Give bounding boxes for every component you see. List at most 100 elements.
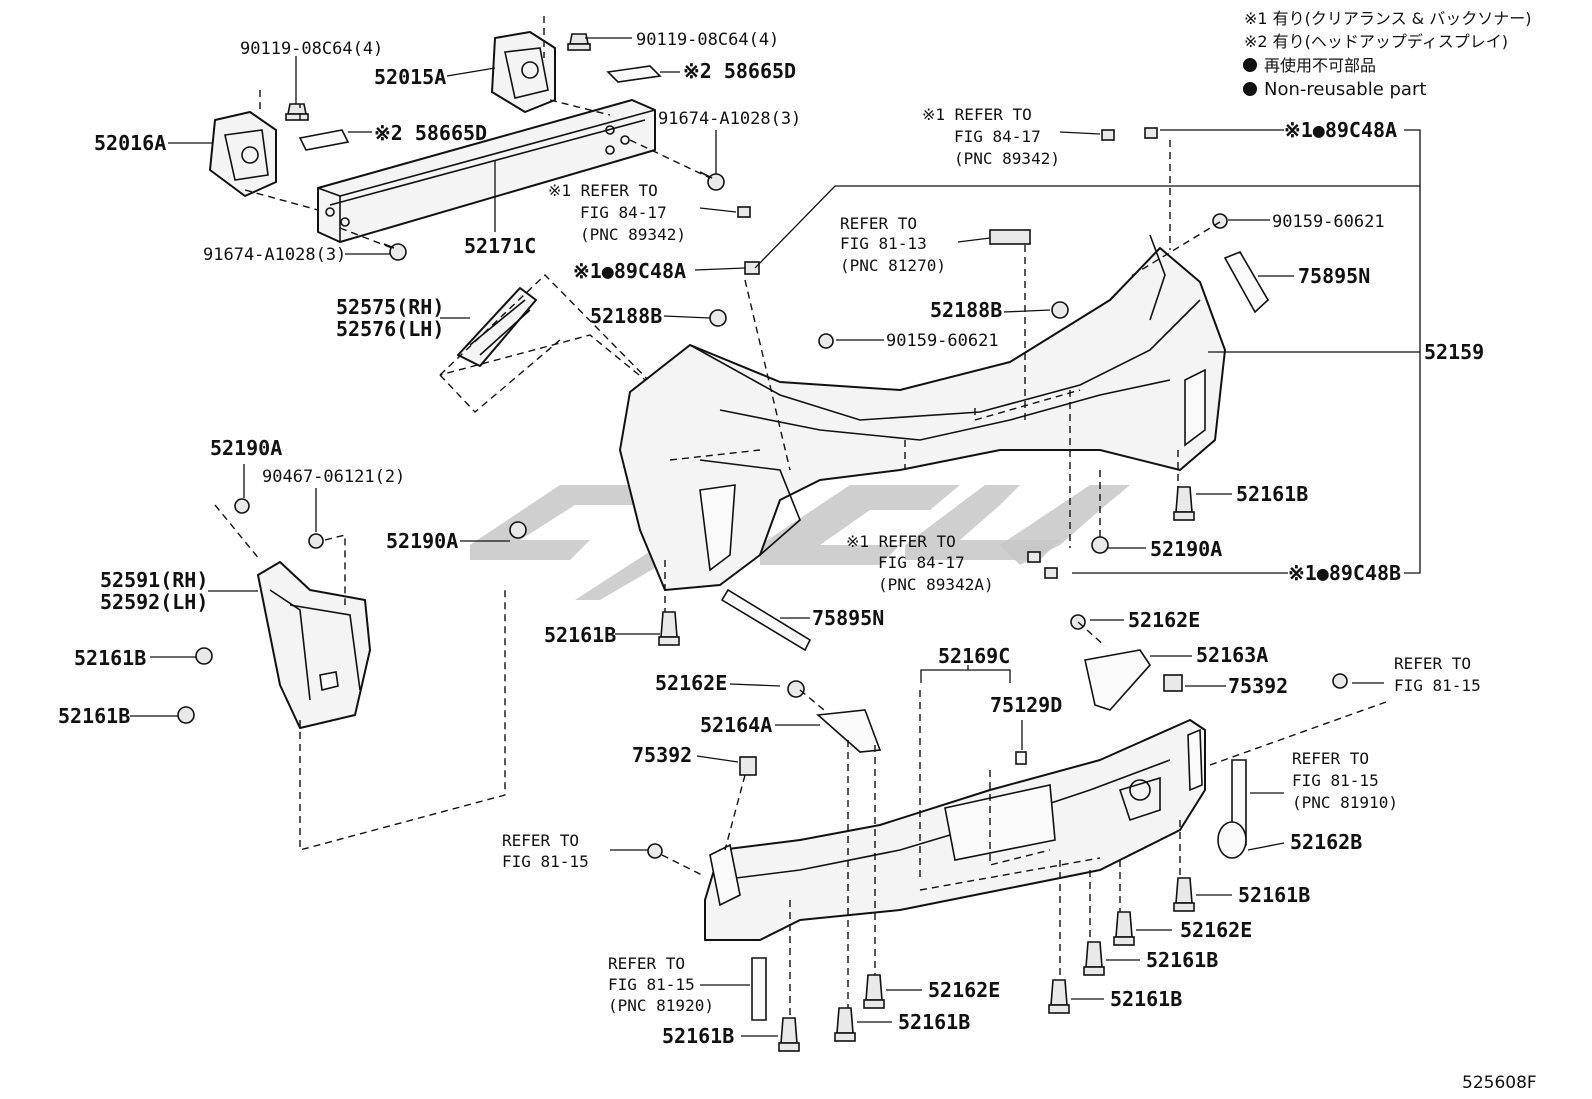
legend-note-1: ※1 有り(クリアランス & バックソナー): [1244, 9, 1532, 28]
ref5-line1: REFER TO: [502, 831, 579, 850]
label-52592: 52592(LH): [100, 590, 208, 614]
label-52162E-d: 52162E: [928, 978, 1000, 1002]
retainer-52575: [439, 274, 661, 413]
label-52169C: 52169C: [938, 644, 1010, 668]
bumper-cover-52159: [619, 234, 1226, 591]
label-52576: 52576(LH): [336, 317, 444, 341]
ref8-line2: FIG 81-15: [608, 975, 695, 994]
strip-75895N-b: [720, 588, 812, 652]
label-89C48A-left: ※1●89C48A: [573, 259, 686, 283]
part-75129D: [1015, 751, 1027, 765]
label-90119-b: 90119-08C64(4): [240, 39, 383, 59]
clip-75392-b: [1163, 674, 1183, 692]
reflector-81920: [751, 957, 767, 1021]
bolt-90119-b: [285, 103, 309, 121]
label-52161B-b: 52161B: [544, 623, 616, 647]
ref7-line1: REFER TO: [1394, 654, 1471, 673]
label-52188B-b: 52188B: [930, 298, 1002, 322]
label-52162E-a: 52162E: [1128, 608, 1200, 632]
legend-nonreusable-en: Non-reusable part: [1264, 79, 1426, 100]
watermark-logo: [470, 485, 1130, 600]
label-52016A: 52016A: [94, 131, 166, 155]
cap-52162B: [1217, 821, 1247, 859]
label-91674-a: 91674-A1028(3): [658, 109, 801, 129]
bumper-reinforcement: [209, 16, 725, 261]
pad-58665D-b: [298, 129, 350, 151]
label-58665D-b: ※2 58665D: [374, 121, 487, 145]
label-52162B: 52162B: [1290, 830, 1362, 854]
label-52161B-d: 52161B: [58, 704, 130, 728]
nonreusable-bullet-icon: [1243, 82, 1257, 96]
bracket-52015A: [491, 31, 556, 113]
label-52161B-e: 52161B: [1238, 883, 1310, 907]
label-52171C: 52171C: [464, 234, 536, 258]
label-75129D: 75129D: [990, 693, 1062, 717]
label-90467: 90467-06121(2): [262, 467, 405, 487]
lower-diffuser-52169C: [704, 690, 1206, 941]
strip-75895N-a: [1223, 251, 1270, 314]
bolt-91674-b: [383, 243, 407, 261]
ref3-line2: FIG 81-13: [840, 234, 927, 253]
label-52162E-b: 52162E: [655, 671, 727, 695]
bracket-52016A: [209, 111, 277, 197]
label-52190A-b: 52190A: [386, 529, 458, 553]
label-52163A: 52163A: [1196, 643, 1268, 667]
label-52575: 52575(RH): [336, 295, 444, 319]
label-52159: 52159: [1424, 340, 1484, 364]
pad-58665D-a: [606, 65, 662, 83]
push-clips: [177, 127, 1348, 1052]
ref1-line1: ※1 REFER TO: [548, 181, 658, 200]
ref2-line1: ※1 REFER TO: [922, 105, 1032, 124]
ref7-line2: FIG 81-15: [1394, 676, 1481, 695]
ref4-line1: ※1 REFER TO: [846, 532, 956, 551]
label-52161B-i: 52161B: [662, 1024, 734, 1048]
label-52161B-a: 52161B: [1236, 482, 1308, 506]
label-52188B-a: 52188B: [590, 304, 662, 328]
bolt-91674-a: [699, 171, 725, 191]
nonreusable-bullet-icon: [1243, 58, 1257, 72]
legend-nonreusable-jp: 再使用不可部品: [1264, 56, 1376, 75]
ref8-line3: (PNC 81920): [608, 996, 714, 1015]
label-91674-b: 91674-A1028(3): [203, 245, 346, 265]
label-89C48B: ※1●89C48B: [1288, 561, 1401, 585]
label-75392-b: 75392: [1228, 674, 1288, 698]
label-52161B-f: 52161B: [1146, 948, 1218, 972]
label-52162E-c: 52162E: [1180, 918, 1252, 942]
label-52190A-c: 52190A: [1150, 537, 1222, 561]
label-52161B-c: 52161B: [74, 646, 146, 670]
legend: ※1 有り(クリアランス & バックソナー) ※2 有り(ヘッドアップディスプレ…: [1243, 9, 1532, 100]
label-75392-a: 75392: [632, 743, 692, 767]
label-58665D-a: ※2 58665D: [683, 59, 796, 83]
clip-75392-a: [739, 756, 757, 776]
ref6-line3: (PNC 81910): [1292, 793, 1398, 812]
ref2-line3: (PNC 89342): [954, 149, 1060, 168]
label-52190A-a: 52190A: [210, 436, 282, 460]
label-90119-a: 90119-08C64(4): [636, 30, 779, 50]
label-52164A: 52164A: [700, 713, 772, 737]
label-90159-b: 90159-60621: [886, 331, 999, 351]
ref2-line2: FIG 84-17: [954, 127, 1041, 146]
figure-id: 525608F: [1462, 1073, 1537, 1093]
ref1-line2: FIG 84-17: [580, 203, 667, 222]
ref4-line3: (PNC 89342A): [878, 575, 994, 594]
ref3-line1: REFER TO: [840, 214, 917, 233]
label-52015A: 52015A: [374, 65, 446, 89]
label-89C48A-right: ※1●89C48A: [1284, 118, 1397, 142]
label-90159-a: 90159-60621: [1272, 212, 1385, 232]
callout-labels: 90119-08C64(4) 90119-08C64(4) 52015A ※2 …: [58, 30, 1484, 1048]
legend-note-2: ※2 有り(ヘッドアップディスプレイ): [1244, 32, 1508, 51]
label-52161B-g: 52161B: [1110, 987, 1182, 1011]
ref1-line3: (PNC 89342): [580, 225, 686, 244]
label-52591: 52591(RH): [100, 568, 208, 592]
ref8-line1: REFER TO: [608, 954, 685, 973]
side-bracket-52591: [214, 504, 506, 851]
bracket-52163A: [1084, 649, 1152, 711]
ref5-line2: FIG 81-15: [502, 852, 589, 871]
label-52161B-h: 52161B: [898, 1010, 970, 1034]
leader-lines: [130, 37, 1421, 1037]
ref3-line3: (PNC 81270): [840, 256, 946, 275]
ref6-line2: FIG 81-15: [1292, 771, 1379, 790]
bracket-52164A: [816, 709, 882, 753]
ref6-line1: REFER TO: [1292, 749, 1369, 768]
